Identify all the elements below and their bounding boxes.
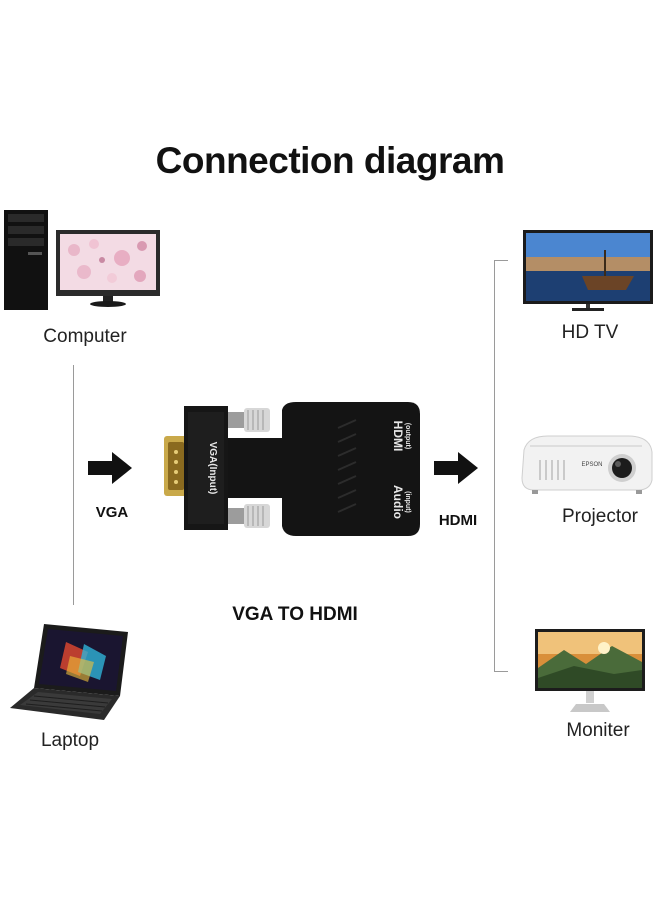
vga-to-hdmi-adapter: VGA(Input) HDMI (output) Audio bbox=[162, 398, 432, 540]
adapter-main-body bbox=[282, 402, 420, 536]
bottom-thumbscrew bbox=[228, 508, 244, 524]
computer-label: Computer bbox=[43, 326, 127, 347]
computer-illustration bbox=[2, 208, 162, 318]
projector-illustration: EPSON bbox=[518, 430, 658, 496]
hd-tv-illustration bbox=[522, 228, 654, 312]
hdmi-label: HDMI bbox=[438, 512, 478, 529]
left-connector-line bbox=[73, 365, 74, 605]
hdmi-port-text: HDMI bbox=[391, 421, 405, 452]
input-arrow-icon bbox=[88, 452, 134, 484]
vga-label: VGA bbox=[95, 504, 129, 521]
audio-port-text: Audio bbox=[391, 485, 405, 519]
right-bracket-top bbox=[494, 260, 508, 261]
audio-port-subtext: (input) bbox=[404, 491, 411, 513]
projector-brand: EPSON bbox=[581, 462, 602, 468]
vga-input-side-text: VGA(Input) bbox=[207, 442, 218, 495]
laptop-illustration bbox=[8, 622, 133, 722]
hd-tv-label: HD TV bbox=[561, 322, 619, 343]
right-bracket-line bbox=[494, 260, 495, 672]
diagram-title: Connection diagram bbox=[155, 140, 505, 181]
monitor-illustration bbox=[534, 628, 646, 714]
right-bracket-bottom bbox=[494, 671, 508, 672]
projector-lens bbox=[612, 458, 632, 478]
monitor-label: Moniter bbox=[566, 720, 630, 741]
pc-tower-body bbox=[4, 210, 48, 310]
adapter-caption: VGA TO HDMI bbox=[232, 604, 358, 625]
projector-label: Projector bbox=[561, 506, 639, 527]
top-thumbscrew bbox=[228, 412, 244, 428]
laptop-label: Laptop bbox=[40, 730, 100, 751]
output-arrow-icon bbox=[434, 452, 480, 484]
hdmi-port-subtext: (output) bbox=[404, 423, 411, 449]
